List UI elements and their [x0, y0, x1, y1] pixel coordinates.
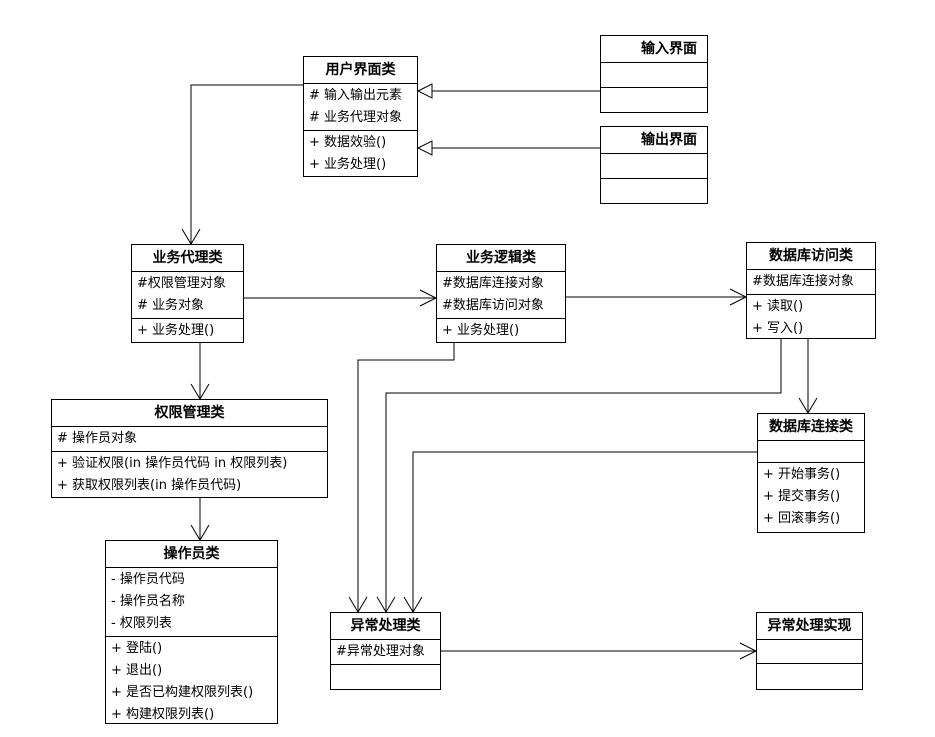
class-box-proxy: 业务代理类 #权限管理对象 # 业务对象 + 业务处理(): [131, 244, 244, 343]
attribute: # 业务代理对象: [309, 110, 403, 125]
attribute: - 操作员名称: [111, 594, 185, 609]
open-arrowhead: [403, 596, 423, 613]
class-box-exceptionimpl: 异常处理实现: [756, 612, 863, 690]
attribute: #权限管理对象: [137, 276, 226, 291]
attribute-section: # 操作员对象: [52, 427, 327, 452]
attribute-section: [757, 640, 862, 664]
attribute: # 输入输出元素: [309, 88, 403, 103]
method: + 写入(): [752, 321, 804, 336]
method: + 业务处理(): [442, 323, 520, 338]
method: + 登陆(): [111, 641, 163, 656]
association-edge: [357, 343, 455, 612]
attribute-section: [758, 441, 864, 463]
method-section: + 业务处理(): [132, 319, 243, 343]
method-section: + 登陆() + 退出() + 是否已构建权限列表() + 构建权限列表(): [106, 637, 277, 727]
method: + 读取(): [752, 299, 804, 314]
method: + 验证权限(in 操作员代码 in 权限列表): [57, 456, 288, 471]
method-section: + 开始事务() + 提交事务() + 回滚事务(): [758, 463, 864, 531]
class-name: 权限管理类: [52, 400, 327, 427]
class-box-dbconn: 数据库连接类 + 开始事务() + 提交事务() + 回滚事务(): [757, 413, 865, 533]
attribute-section: #数据库连接对象: [747, 270, 875, 295]
open-arrowhead: [419, 289, 438, 307]
class-box-dbaccess: 数据库访问类 #数据库连接对象 + 读取() + 写入(): [746, 242, 876, 339]
class-name: 业务逻辑类: [437, 245, 565, 272]
method: + 开始事务(): [763, 467, 841, 482]
attribute-section: [601, 154, 707, 179]
method: + 数据效验(): [309, 135, 387, 150]
attribute-section: - 操作员代码 - 操作员名称 - 权限列表: [106, 568, 277, 637]
class-box-operator: 操作员类 - 操作员代码 - 操作员名称 - 权限列表 + 登陆() + 退出(…: [105, 540, 278, 724]
association-edge: [412, 451, 757, 612]
hollow-triangle-arrowhead: [416, 140, 433, 156]
class-name: 用户界面类: [304, 57, 417, 84]
attribute-section: [601, 63, 707, 88]
open-arrowhead: [739, 642, 758, 660]
method: + 业务处理(): [137, 323, 215, 338]
method: + 回滚事务(): [763, 511, 841, 526]
open-arrowhead: [190, 524, 210, 541]
attribute-section: #数据库连接对象 #数据库访问对象: [437, 272, 565, 319]
method-section: + 读取() + 写入(): [747, 295, 875, 341]
method: + 业务处理(): [309, 157, 387, 172]
open-arrowhead: [190, 383, 210, 400]
attribute-section: # 输入输出元素 # 业务代理对象: [304, 84, 417, 131]
class-name: 异常处理类: [331, 613, 440, 640]
open-arrowhead: [798, 397, 818, 414]
class-box-output: 输出界面: [600, 126, 708, 204]
method-section: + 业务处理(): [437, 319, 565, 343]
method: + 是否已构建权限列表(): [111, 685, 254, 700]
class-name: 数据库访问类: [747, 243, 875, 270]
open-arrowhead: [729, 288, 748, 306]
class-name: 输出界面: [601, 127, 707, 154]
class-name: 输入界面: [601, 36, 707, 63]
attribute-section: #权限管理对象 # 业务对象: [132, 272, 243, 319]
method-section: + 数据效验() + 业务处理(): [304, 131, 417, 177]
attribute: - 权限列表: [111, 616, 172, 631]
method: + 提交事务(): [763, 489, 841, 504]
open-arrowhead: [181, 228, 201, 245]
association-edge: [385, 339, 782, 612]
class-name: 异常处理实现: [757, 613, 862, 640]
association-edge: [190, 84, 303, 244]
method: + 获取权限列表(in 操作员代码): [57, 478, 242, 493]
method: + 退出(): [111, 663, 163, 678]
attribute-section: #异常处理对象: [331, 640, 440, 665]
method: + 构建权限列表(): [111, 707, 215, 722]
attribute: #数据库访问对象: [442, 298, 544, 313]
class-box-exception: 异常处理类 #异常处理对象: [330, 612, 441, 690]
class-name: 操作员类: [106, 541, 277, 568]
class-box-auth: 权限管理类 # 操作员对象 + 验证权限(in 操作员代码 in 权限列表) +…: [51, 399, 328, 498]
class-box-input: 输入界面: [600, 35, 708, 113]
open-arrowhead: [348, 596, 368, 613]
method-section: + 验证权限(in 操作员代码 in 权限列表) + 获取权限列表(in 操作员…: [52, 452, 327, 498]
class-name: 数据库连接类: [758, 414, 864, 441]
attribute: # 业务对象: [137, 298, 205, 313]
attribute: # 操作员对象: [57, 431, 138, 446]
class-name: 业务代理类: [132, 245, 243, 272]
attribute: - 操作员代码: [111, 572, 185, 587]
attribute: #数据库连接对象: [752, 274, 854, 289]
hollow-triangle-arrowhead: [416, 83, 433, 99]
class-box-ui: 用户界面类 # 输入输出元素 # 业务代理对象 + 数据效验() + 业务处理(…: [303, 56, 418, 177]
attribute: #异常处理对象: [336, 644, 425, 659]
open-arrowhead: [376, 596, 396, 613]
class-box-logic: 业务逻辑类 #数据库连接对象 #数据库访问对象 + 业务处理(): [436, 244, 566, 343]
attribute: #数据库连接对象: [442, 276, 544, 291]
